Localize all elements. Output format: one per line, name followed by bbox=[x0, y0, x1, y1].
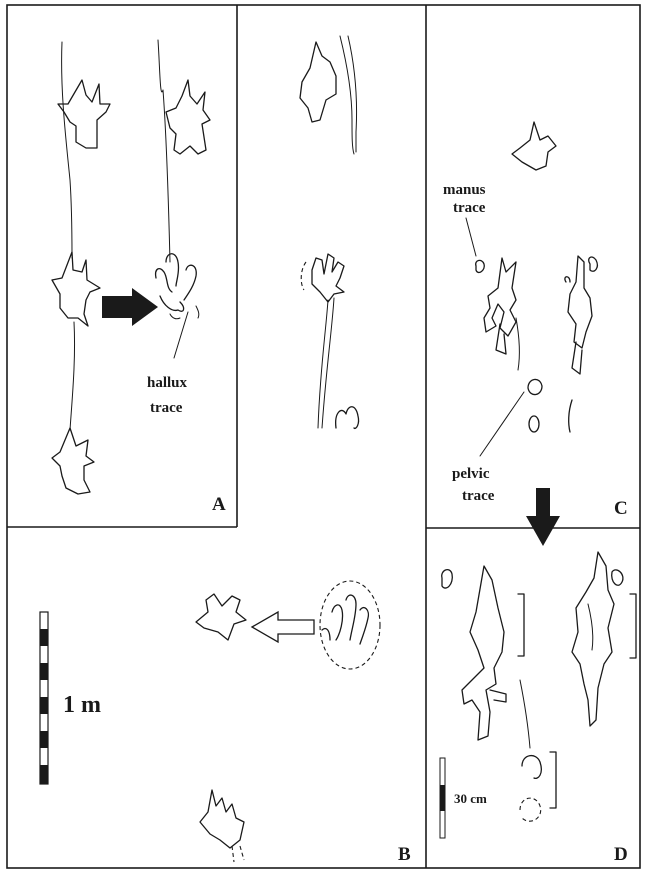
panel-frames bbox=[7, 5, 640, 868]
measurement-bracket bbox=[518, 594, 524, 656]
footprint-outlined bbox=[320, 581, 380, 669]
panel-b: 1 m B bbox=[40, 36, 411, 865]
trace-mark bbox=[569, 400, 572, 432]
footprint bbox=[301, 254, 344, 302]
manus-trace-label: manus trace bbox=[443, 182, 489, 216]
scale-bar-small bbox=[440, 758, 445, 838]
scale-label-large: 1 m bbox=[63, 692, 101, 718]
hallux-label-line-2: trace bbox=[150, 400, 183, 416]
hallux-trace-label: hallux trace bbox=[147, 375, 191, 416]
elongated-footprint bbox=[565, 256, 597, 374]
footprint bbox=[512, 122, 556, 170]
scale-bar-large bbox=[40, 612, 48, 784]
trackway-line-right bbox=[158, 40, 170, 262]
arrow-down bbox=[526, 488, 560, 546]
footprint bbox=[52, 428, 94, 494]
pelvic-trace bbox=[522, 756, 541, 779]
elongated-footprint bbox=[484, 258, 519, 370]
arrow-right bbox=[102, 288, 158, 326]
measurement-bracket bbox=[630, 594, 636, 658]
manus-label-line-1: manus bbox=[443, 182, 486, 198]
arrow-left-outline bbox=[252, 612, 314, 642]
panel-c-letter: C bbox=[614, 498, 628, 519]
manus-label-line-2: trace bbox=[453, 200, 486, 216]
trackway-line bbox=[340, 36, 357, 154]
trace-mark bbox=[529, 416, 539, 432]
pelvic-label-line-2: trace bbox=[462, 488, 495, 504]
trackway-line bbox=[318, 298, 334, 428]
elongated-footprint bbox=[572, 552, 623, 726]
footprint-with-hallux bbox=[156, 254, 199, 319]
manus-trace bbox=[442, 570, 453, 588]
figure-border bbox=[7, 5, 640, 868]
scale-bar-segment bbox=[440, 785, 445, 811]
panel-b-letter: B bbox=[398, 844, 411, 865]
footprint bbox=[300, 42, 336, 122]
elongated-footprint bbox=[462, 566, 506, 740]
footprint bbox=[166, 80, 210, 154]
pelvic-leader-line bbox=[480, 392, 524, 456]
panel-c: manus trace pelvic trace C bbox=[443, 122, 628, 546]
pelvic-trace-label: pelvic trace bbox=[452, 466, 495, 504]
hallux-label-line-1: hallux bbox=[147, 375, 188, 391]
pelvic-trace-outline bbox=[520, 798, 541, 821]
manus-trace bbox=[476, 260, 485, 272]
pelvic-label-line-1: pelvic bbox=[452, 466, 490, 482]
scale-label-small: 30 cm bbox=[454, 791, 487, 806]
trackway-line bbox=[520, 680, 530, 748]
footprint bbox=[52, 252, 100, 326]
trackway-line-left bbox=[62, 42, 75, 430]
panel-d-letter: D bbox=[614, 844, 628, 865]
footprint bbox=[336, 407, 359, 429]
panel-a-letter: A bbox=[212, 494, 226, 515]
panel-d: 30 cm D bbox=[440, 552, 636, 865]
pelvic-trace bbox=[528, 379, 542, 394]
footprint bbox=[200, 790, 244, 862]
panel-a: hallux trace A bbox=[52, 40, 226, 515]
measurement-bracket bbox=[550, 752, 556, 808]
manus-leader-line bbox=[466, 218, 476, 256]
footprint bbox=[196, 594, 246, 640]
